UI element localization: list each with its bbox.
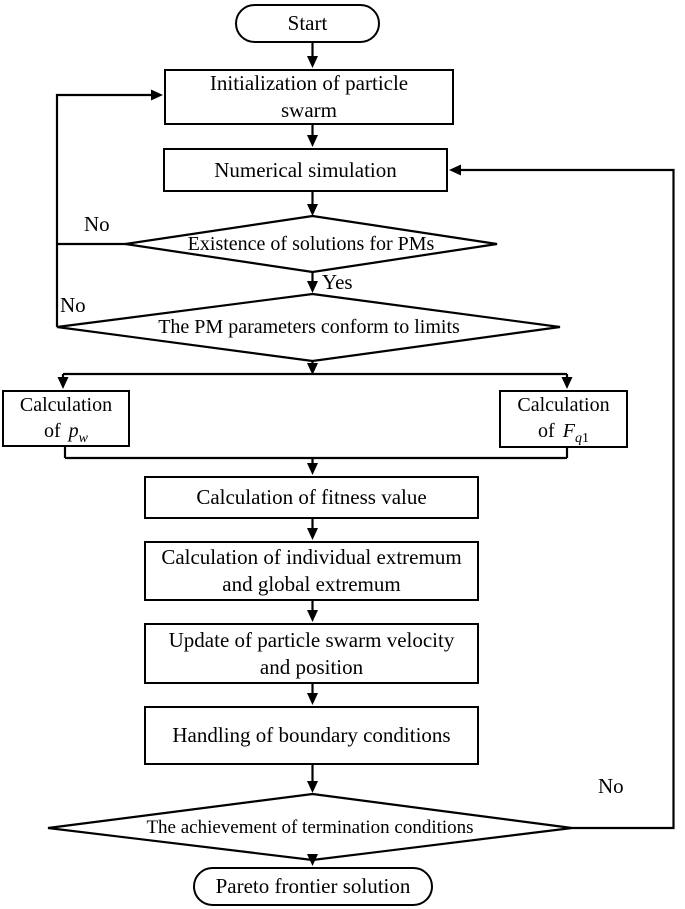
decision-limits-shape [56, 292, 561, 363]
node-update-label: Update of particle swarm velocity and po… [168, 627, 455, 679]
arrow-into-boundary [307, 693, 318, 705]
decision-termination-label: The achievement of termination condition… [146, 816, 474, 838]
edge-no-loop-left [55, 93, 153, 327]
node-calc-pw-line1: Calculation [19, 393, 113, 416]
node-calc-fq1: Calculation of Fq1 [499, 390, 628, 448]
node-update: Update of particle swarm velocity and po… [144, 623, 479, 684]
edge-label-yes: Yes [322, 270, 353, 294]
edge-label-no-solutions: No [84, 212, 110, 236]
arrowheads [57, 56, 573, 866]
arrow-loop-into-init [151, 89, 163, 101]
arrow-into-init [307, 56, 318, 68]
edge-merge-bar [63, 447, 569, 466]
node-boundary: Handling of boundary conditions [144, 706, 479, 765]
decision-solutions-label: Existence of solutions for PMs [187, 233, 435, 255]
arrow-into-d2 [307, 281, 318, 293]
decision-limits-label: The PM parameters conform to limits [158, 316, 460, 338]
arrow-into-d3 [307, 781, 318, 793]
node-extremum: Calculation of individual extremum and g… [144, 541, 479, 601]
arrow-into-calc-pw [57, 377, 69, 389]
node-extremum-label: Calculation of individual extremum and g… [161, 545, 462, 596]
edge-label-no-termination: No [598, 774, 624, 798]
arrow-into-update [307, 610, 318, 622]
node-initialization: Initialization of particle swarm [164, 69, 454, 125]
arrow-into-extremum [307, 528, 318, 540]
arrow-into-splitbar [307, 363, 318, 375]
edge-label-no-limits: No [60, 293, 86, 317]
node-start-label: Start [287, 11, 328, 36]
node-calc-fq1-line1: Calculation [517, 394, 610, 417]
edge-no-loop-right [460, 168, 675, 830]
node-calc-fq1-line2: of Fq1 [538, 420, 589, 446]
node-end-label: Pareto frontier solution [215, 874, 411, 899]
node-boundary-label: Handling of boundary conditions [172, 723, 451, 748]
arrow-into-d1 [307, 204, 318, 216]
node-fitness: Calculation of fitness value [144, 476, 479, 519]
node-fitness-label: Calculation of fitness value [196, 485, 427, 510]
arrow-loop-into-numerical [449, 164, 461, 176]
node-numerical-simulation-label: Numerical simulation [214, 157, 397, 182]
node-end: Pareto frontier solution [193, 867, 433, 906]
arrow-into-fitness [307, 463, 318, 475]
node-calc-pw-line2: of pw [43, 419, 89, 446]
arrow-into-numerical [307, 135, 318, 147]
decision-solutions-shape [124, 214, 498, 274]
node-calc-pw: Calculation of pw [2, 390, 130, 447]
arrow-into-end [307, 854, 318, 866]
node-initialization-label: Initialization of particle swarm [209, 71, 409, 122]
edge-split-bar [61, 372, 569, 380]
node-start: Start [235, 4, 380, 43]
node-numerical-simulation: Numerical simulation [163, 148, 448, 192]
arrow-into-calc-fq1 [561, 377, 573, 389]
